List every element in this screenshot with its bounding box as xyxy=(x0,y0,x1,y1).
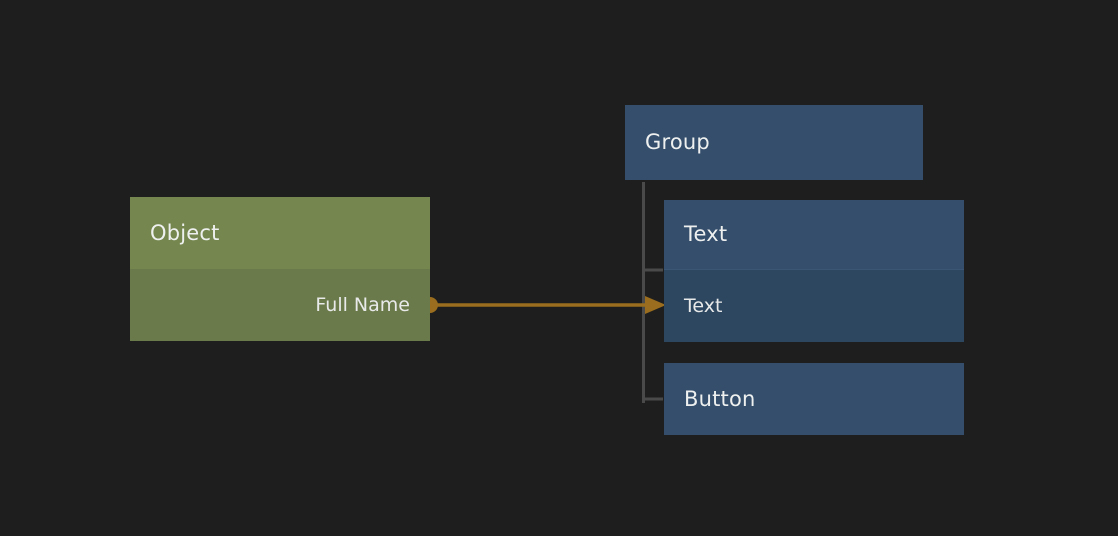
node-object-body: Full Name xyxy=(130,269,430,341)
port-row-full-name[interactable]: Full Name xyxy=(130,269,430,341)
node-button-title: Button xyxy=(684,386,756,411)
node-text-body: Text xyxy=(664,269,964,342)
link-wire-fullname-to-text[interactable] xyxy=(415,285,680,325)
node-text-title: Text xyxy=(684,222,728,246)
node-text-header[interactable]: Text xyxy=(664,200,964,269)
node-group-header[interactable]: Group xyxy=(625,105,923,180)
node-group[interactable]: Group xyxy=(625,105,923,180)
node-button-header[interactable]: Button xyxy=(664,363,964,435)
node-text[interactable]: Text Text xyxy=(664,200,964,342)
node-object-title: Object xyxy=(150,220,220,245)
port-label-text: Text xyxy=(684,294,723,317)
node-object[interactable]: Object Full Name xyxy=(130,197,430,341)
port-label-full-name: Full Name xyxy=(315,293,410,316)
link-arrowhead xyxy=(645,296,666,314)
port-row-text[interactable]: Text xyxy=(664,270,964,342)
node-group-title: Group xyxy=(645,130,710,154)
node-object-header[interactable]: Object xyxy=(130,197,430,269)
node-button[interactable]: Button xyxy=(664,363,964,435)
